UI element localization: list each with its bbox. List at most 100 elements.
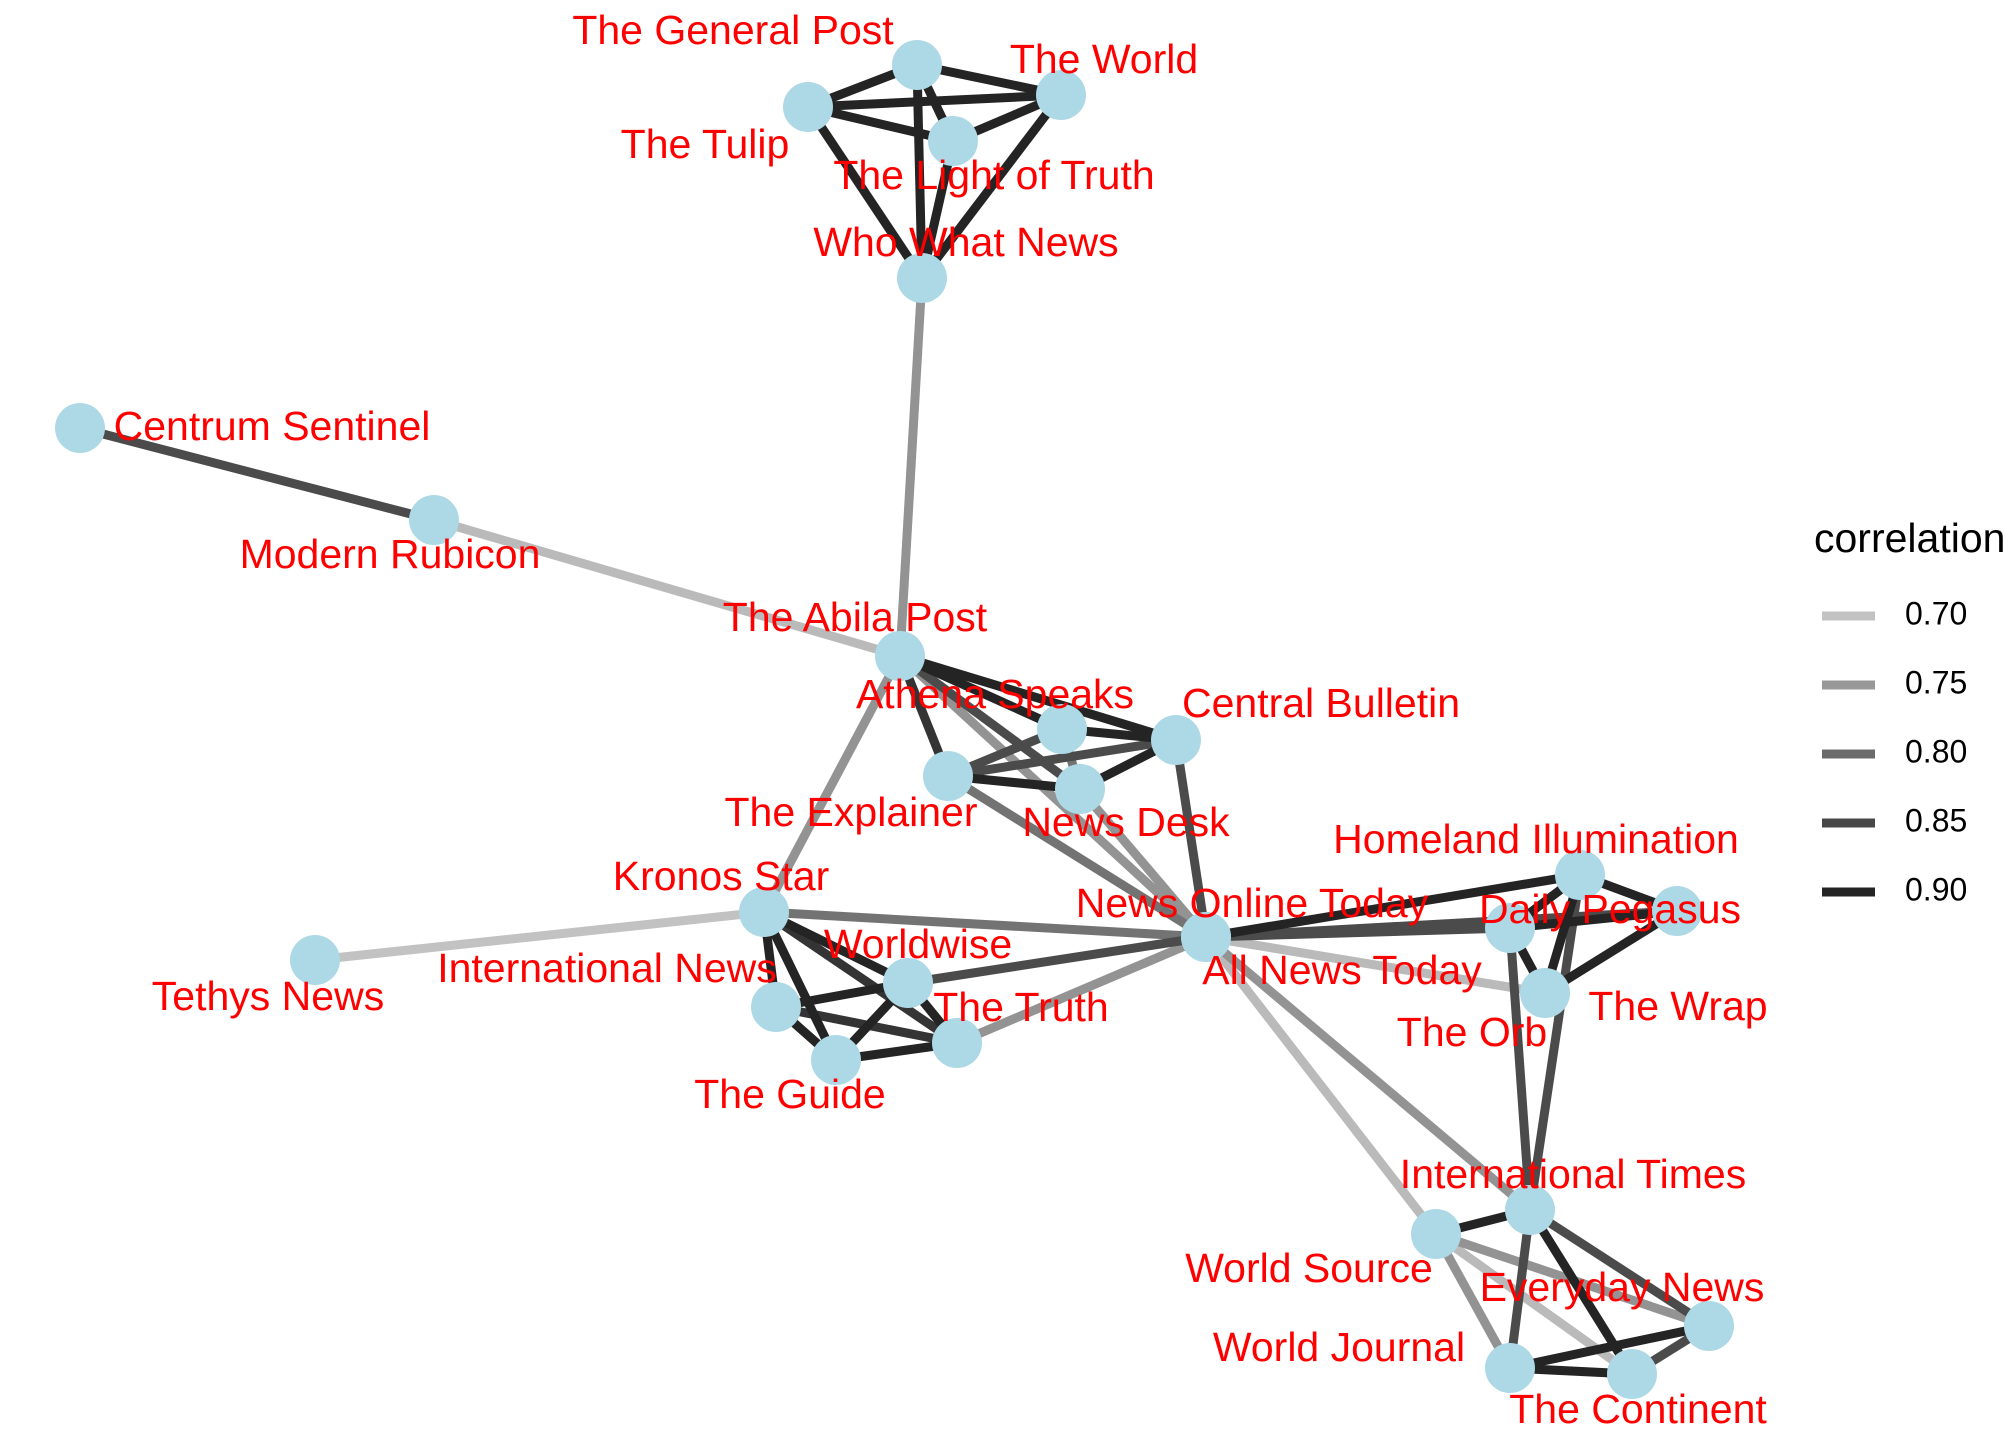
node-label-central_bulletin: Central Bulletin <box>1182 680 1460 726</box>
edge-news_online_today-international_times <box>1203 933 1533 1214</box>
edge-daily_pegasus-the_wrap <box>1509 906 1678 933</box>
edge-international_times-everyday_news <box>1527 1206 1712 1330</box>
node-who_what_news <box>897 253 947 303</box>
node-label-news_online_today: News Online Today <box>1076 880 1429 926</box>
node-label-the_wrap: The Wrap <box>1588 983 1767 1029</box>
node-the_explainer <box>923 751 973 801</box>
edge-the_orb-the_wrap <box>1542 907 1680 997</box>
edge-kronos_star-the_guide <box>759 910 841 1062</box>
node-label-homeland_illumination: Homeland Illumination <box>1333 816 1739 862</box>
node-homeland_illumination <box>1555 850 1605 900</box>
edge-the_explainer-news_online_today <box>945 772 1209 941</box>
node-label-general_post: The General Post <box>572 7 894 53</box>
legend-label-3: 0.85 <box>1905 802 1967 838</box>
node-the_tulip <box>783 82 833 132</box>
node-the_wrap <box>1652 886 1702 936</box>
edge-news_desk-news_online_today <box>1076 786 1210 940</box>
edge-kronos_star-news_online_today <box>763 907 1207 942</box>
edge-modern_rubicon-abila_post <box>432 515 902 661</box>
node-label-tethys_news: Tethys News <box>152 973 384 1019</box>
node-everyday_news <box>1684 1301 1734 1351</box>
node-label-everyday_news: Everyday News <box>1480 1264 1765 1310</box>
node-label-abila_post: The Abila Post <box>723 594 988 640</box>
node-label-worldwise: Worldwise <box>824 921 1012 967</box>
node-light_of_truth <box>928 116 978 166</box>
edge-everyday_news-world_journal <box>1509 1321 1710 1373</box>
edge-news_online_today-world_source <box>1202 934 1440 1237</box>
edge-who_what_news-abila_post <box>895 277 927 657</box>
legend-label-0: 0.70 <box>1905 595 1967 631</box>
edge-kronos_star-worldwise <box>762 907 910 988</box>
edge-abila_post-central_bulletin <box>898 651 1178 745</box>
node-label-modern_rubicon: Modern Rubicon <box>240 531 541 577</box>
node-worldwise <box>883 958 933 1008</box>
node-the_world <box>1036 70 1086 120</box>
node-label-the_continent: The Continent <box>1509 1386 1767 1432</box>
node-the_truth <box>932 1018 982 1068</box>
node-general_post <box>892 40 942 90</box>
node-international_times <box>1505 1185 1555 1235</box>
node-abila_post <box>875 631 925 681</box>
edge-the_tulip-who_what_news <box>804 104 926 281</box>
edge-kronos_star-the_truth <box>761 908 960 1047</box>
node-label-the_world: The World <box>1010 36 1198 82</box>
node-label-world_journal: World Journal <box>1213 1324 1465 1370</box>
nodes-layer <box>55 40 1734 1399</box>
edge-international_times-world_journal <box>1505 1209 1535 1369</box>
node-label-the_tulip: The Tulip <box>621 121 790 167</box>
legend-title: correlation <box>1814 515 2005 561</box>
node-label-athena_speaks: Athena Speaks <box>856 671 1134 717</box>
node-the_guide <box>811 1035 861 1085</box>
node-the_orb <box>1520 968 1570 1018</box>
node-tethys_news <box>290 935 340 985</box>
edge-homeland_illumination-international_times <box>1525 874 1585 1211</box>
node-label-news_desk: News Desk <box>1022 799 1230 845</box>
legend-label-1: 0.75 <box>1905 664 1967 700</box>
node-label-world_source: World Source <box>1185 1245 1433 1291</box>
edge-abila_post-kronos_star <box>760 653 904 915</box>
legend-label-2: 0.80 <box>1905 733 1967 769</box>
legend-label-4: 0.90 <box>1905 871 1967 907</box>
node-international_news <box>751 982 801 1032</box>
edge-the_truth-news_online_today <box>955 932 1208 1048</box>
edge-tethys_news-kronos_star <box>314 907 765 965</box>
node-central_bulletin <box>1151 715 1201 765</box>
edge-world_source-world_journal <box>1432 1231 1514 1371</box>
legend: correlation 0.70 0.75 0.80 0.85 0.90 <box>1814 515 2005 907</box>
node-kronos_star <box>739 887 789 937</box>
edge-abila_post-news_desk <box>897 652 1083 793</box>
node-the_continent <box>1607 1349 1657 1399</box>
node-label-centrum_sentinel: Centrum Sentinel <box>114 403 431 449</box>
edge-daily_pegasus-international_times <box>1505 927 1535 1211</box>
edge-central_bulletin-the_explainer <box>947 735 1177 781</box>
edge-centrum_sentinel-modern_rubicon <box>78 423 436 525</box>
node-label-the_guide: The Guide <box>694 1071 885 1117</box>
node-label-light_of_truth: The Light of Truth <box>833 152 1154 198</box>
edge-news_online_today-the_orb <box>1205 932 1546 998</box>
node-athena_speaks <box>1037 704 1087 754</box>
node-label-international_news: International News <box>437 945 777 991</box>
node-label-the_explainer: The Explainer <box>725 789 978 835</box>
node-centrum_sentinel <box>55 403 105 453</box>
node-label-daily_pegasus: Daily Pegasus <box>1479 886 1741 932</box>
node-news_desk <box>1055 764 1105 814</box>
legend-items: 0.70 0.75 0.80 0.85 0.90 <box>1822 595 1967 907</box>
edge-the_world-who_what_news <box>918 92 1065 281</box>
edge-news_online_today-homeland_illumination <box>1205 870 1581 942</box>
edge-worldwise-news_online_today <box>907 932 1207 988</box>
node-modern_rubicon <box>409 495 459 545</box>
node-world_source <box>1411 1209 1461 1259</box>
node-label-all_news_today: All News Today <box>1202 947 1482 993</box>
node-label-the_truth: The Truth <box>933 984 1108 1030</box>
edge-central_bulletin-news_online_today <box>1171 739 1211 938</box>
node-label-international_times: International Times <box>1400 1151 1746 1197</box>
node-label-the_orb: The Orb <box>1397 1009 1547 1055</box>
node-label-who_what_news: Who What News <box>813 219 1118 265</box>
node-all_news_today <box>1181 912 1231 962</box>
node-daily_pegasus <box>1485 903 1535 953</box>
edge-the_tulip-the_world <box>807 90 1062 112</box>
node-label-kronos_star: Kronos Star <box>613 853 830 899</box>
node-world_journal <box>1485 1343 1535 1393</box>
